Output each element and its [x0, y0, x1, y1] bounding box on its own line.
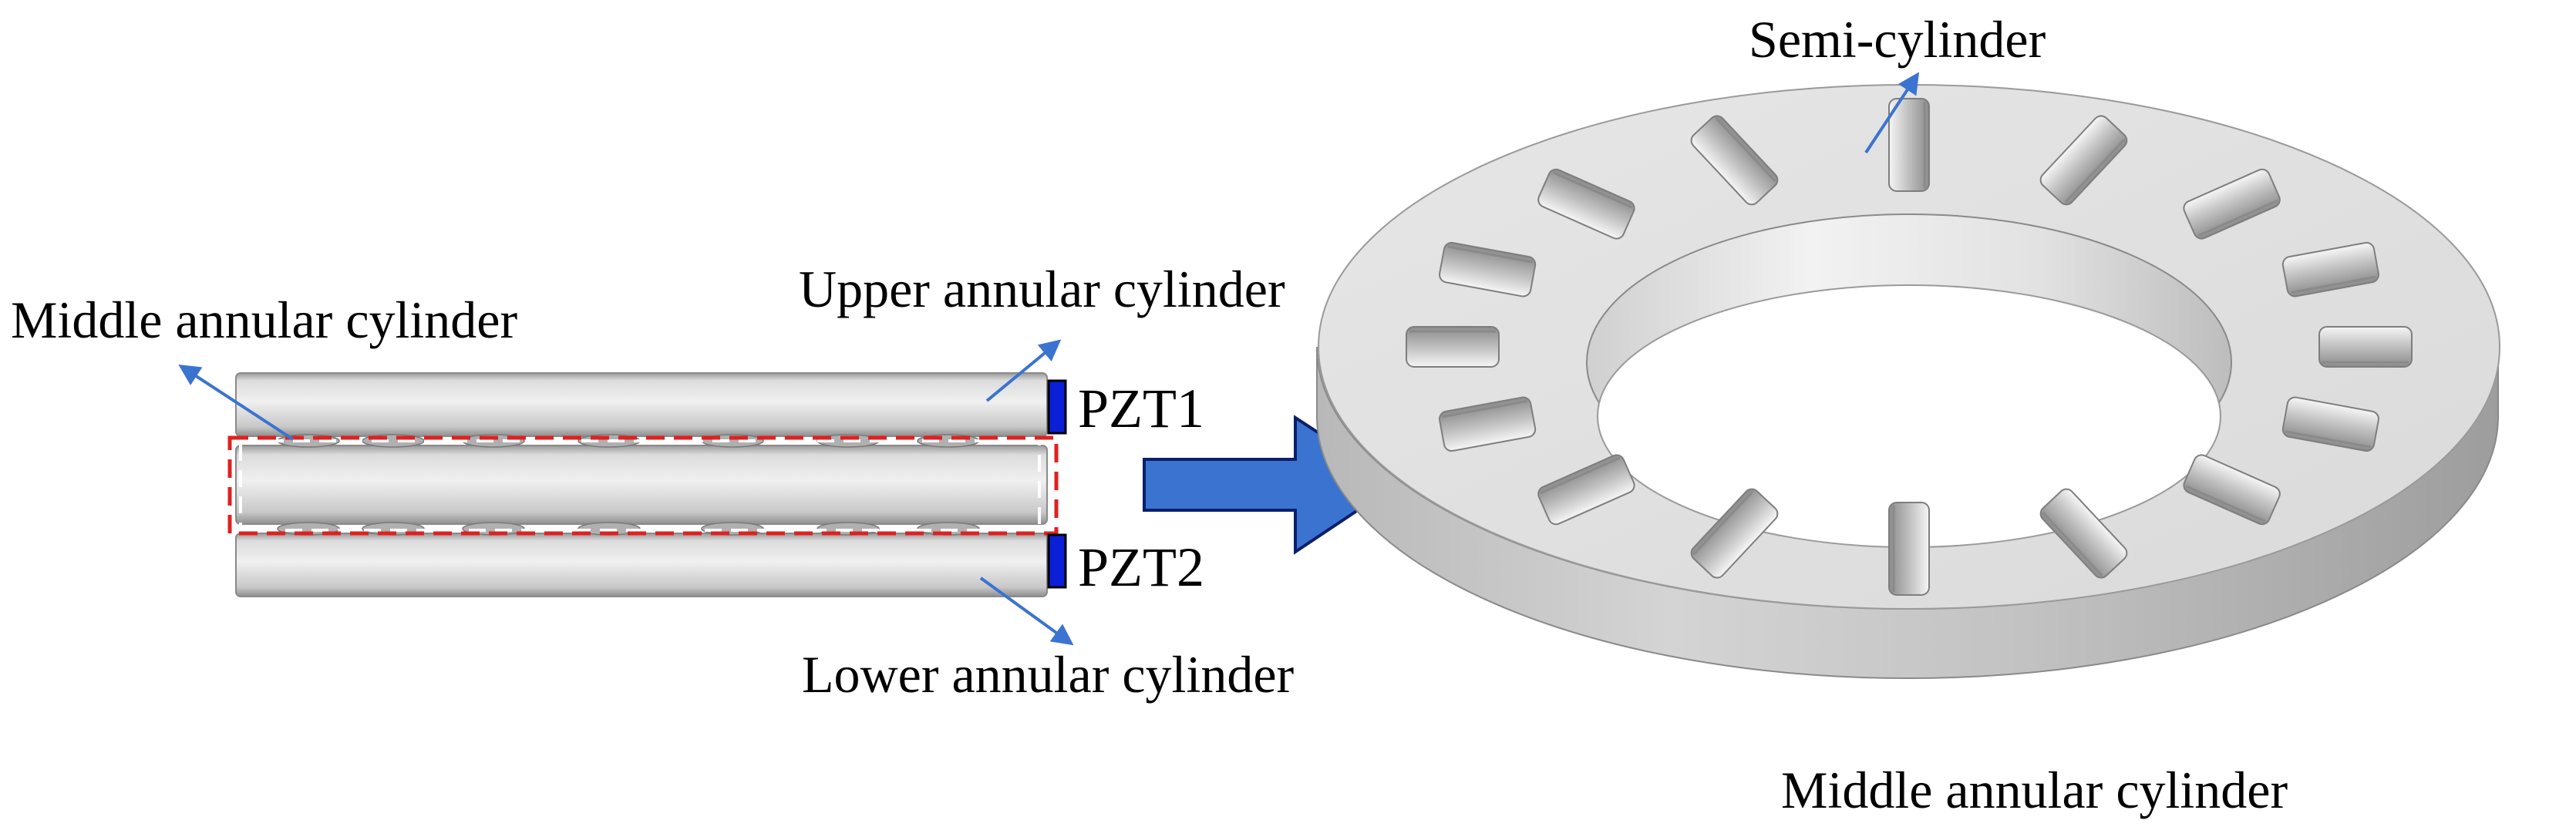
label-lower-annular: Lower annular cylinder [802, 645, 1295, 704]
pzt2-element [1047, 533, 1067, 589]
semi-cylinder-edge [2185, 485, 2266, 523]
label-middle-annular-right: Middle annular cylinder [1781, 761, 2288, 819]
semi-cylinder-slot [1888, 502, 1930, 596]
semi-cylinder-slot [1439, 396, 1537, 452]
semi-cylinder-edge [2042, 511, 2103, 576]
semi-cylinder-body [2281, 396, 2379, 452]
semi-cylinder-edge [1540, 456, 1621, 495]
semi-cylinder-edge [2285, 430, 2371, 449]
semi-cylinder-slots [1406, 98, 2413, 596]
semi-cylinder-body [2281, 241, 2379, 297]
semi-cylinder-slot [1690, 488, 1779, 579]
label-pzt1: PZT1 [1078, 378, 1204, 439]
semi-cylinder-edge [2064, 138, 2126, 203]
semi-cylinder-slot [2039, 488, 2128, 579]
label-middle-annular-left: Middle annular cylinder [11, 291, 517, 349]
semi-cylinder-body [1439, 241, 1537, 297]
semi-cylinder-body [1537, 454, 1635, 526]
semi-cylinder-edge [1552, 171, 1633, 209]
middle-annular-cylinder-band [235, 445, 1048, 525]
semi-cylinder-edge [1447, 245, 1534, 264]
highlight-dashed-box [227, 435, 1059, 536]
lower-annular-cylinder [235, 533, 1048, 597]
semi-cylinder-slot [2318, 326, 2413, 368]
semi-cylinder-slot [2183, 168, 2281, 240]
pzt1-element [1047, 379, 1067, 435]
side-view-assembly [227, 372, 1067, 597]
semi-cylinder-body [1690, 115, 1779, 206]
semi-cylinder-body [2183, 168, 2281, 240]
semi-cylinder-body [1888, 502, 1930, 596]
label-semi-cylinder: Semi-cylinder [1749, 10, 2046, 69]
semi-cylinder-slot [2281, 241, 2379, 297]
semi-cylinder-slot [2281, 396, 2379, 452]
semi-cylinder-body [1537, 168, 1635, 240]
semi-cylinder-slot [1406, 326, 1500, 368]
arrow-semi-cylinder [1864, 72, 1920, 154]
semi-cylinder-body [1888, 98, 1930, 192]
ring-3d-view [1316, 84, 2500, 679]
semi-cylinder-body [1439, 396, 1537, 452]
semi-cylinder-body [2039, 488, 2128, 579]
arrow-lower-annular [979, 576, 1074, 646]
semi-cylinder-slot [1888, 98, 1930, 192]
semi-cylinder-edge [2197, 199, 2278, 237]
arrow-upper-annular [985, 339, 1062, 402]
semi-cylinder-edge [1442, 400, 1527, 418]
semi-cylinder-body [2318, 326, 2413, 368]
semi-cylinder-edge [1715, 117, 1776, 183]
upper-annular-cylinder [235, 372, 1048, 437]
semi-cylinder-body [1690, 488, 1779, 579]
semi-cylinder-slot [1537, 454, 1635, 526]
leader-arrows-left [178, 339, 1074, 646]
semi-cylinder-slot [1537, 168, 1635, 240]
label-pzt2: PZT2 [1078, 536, 1204, 598]
semi-cylinder-body [1406, 326, 1500, 368]
semi-cylinder-slot [2183, 454, 2281, 526]
label-upper-annular: Upper annular cylinder [799, 260, 1285, 318]
semi-cylinder-edge [1692, 490, 1754, 556]
arrow-middle-annular [178, 364, 295, 441]
semi-cylinder-body [2183, 454, 2281, 526]
inner-dashed-outline [239, 439, 1041, 532]
semi-cylinder-slot [1690, 115, 1779, 206]
semi-cylinder-slot [1439, 241, 1537, 297]
semi-cylinder-edge [2291, 275, 2376, 294]
semi-cylinder-slot [2039, 115, 2128, 206]
semi-cylinder-body [2039, 115, 2128, 206]
